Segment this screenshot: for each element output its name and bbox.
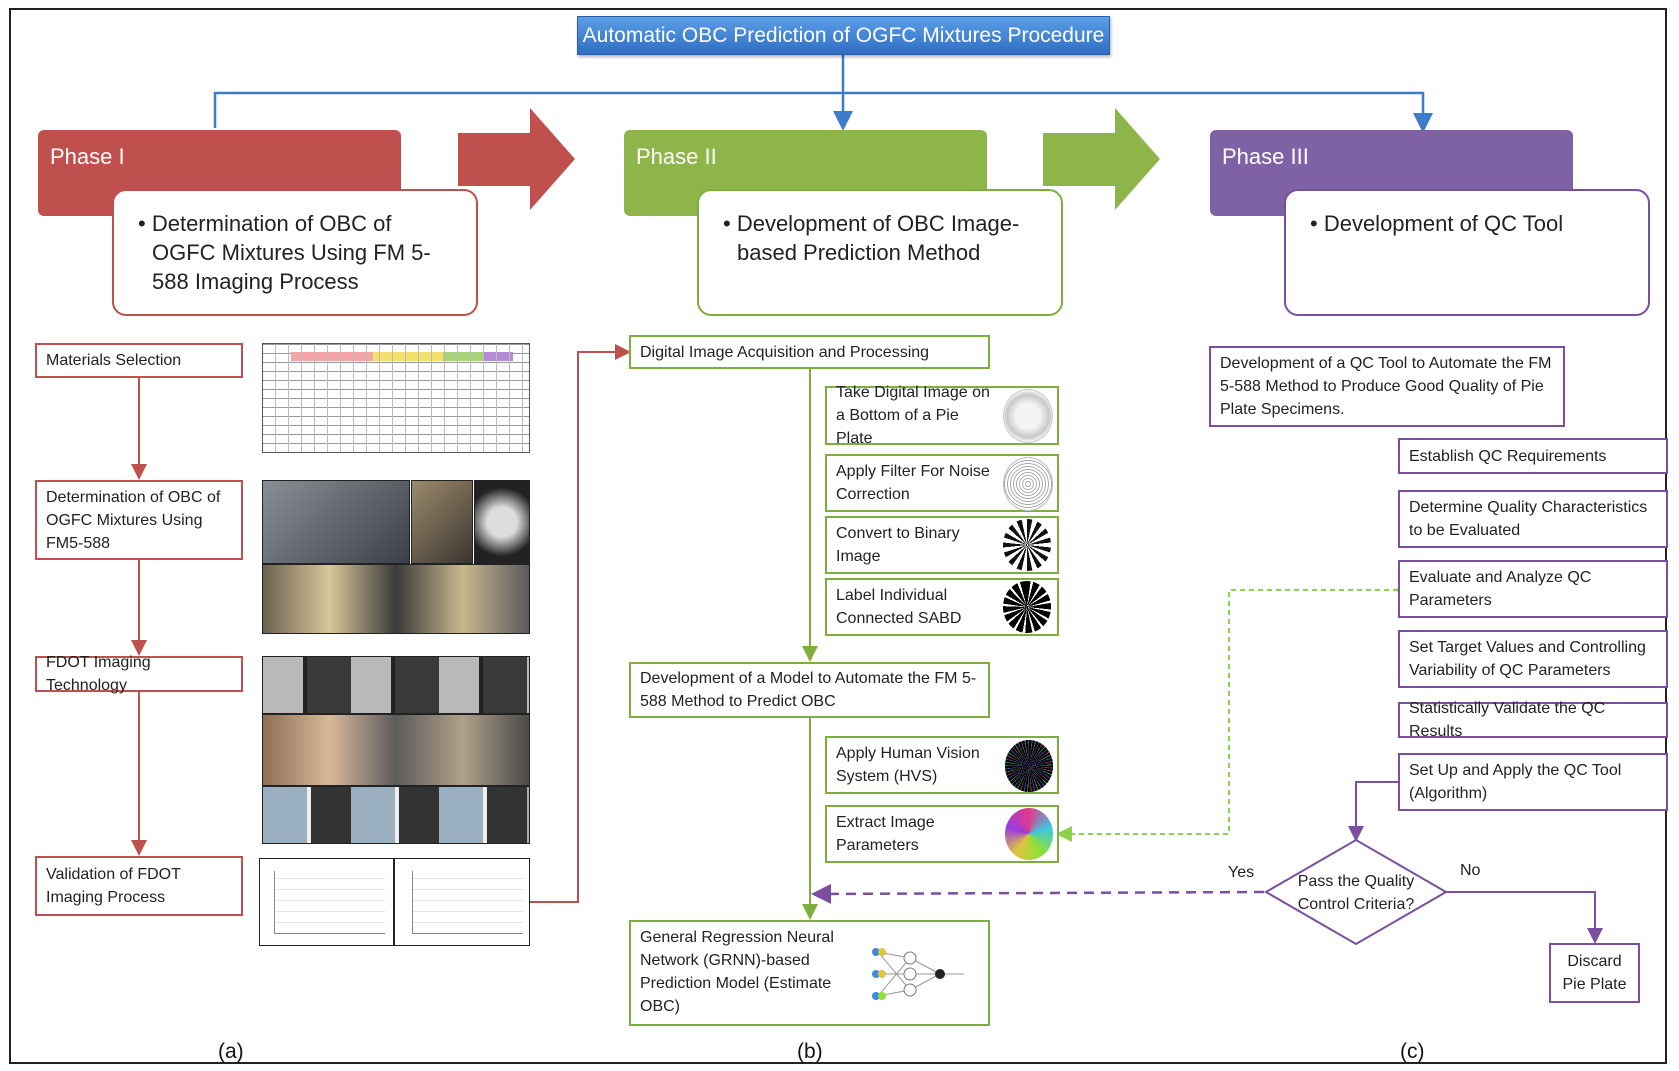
hvs-image-thumbnail bbox=[1005, 740, 1053, 792]
substep-binary-text: Convert to Binary Image bbox=[836, 525, 960, 565]
qc-feedback-link bbox=[1056, 582, 1410, 842]
imaging-photo bbox=[262, 714, 530, 786]
qc-step-evaluate: Evaluate and Analyze QC Parameters bbox=[1398, 560, 1668, 618]
col-a-connectors bbox=[131, 344, 631, 903]
phase-3-description-text: Development of QC Tool bbox=[1323, 211, 1564, 236]
phase-arrow-1 bbox=[458, 108, 575, 210]
phase-arrow-2 bbox=[1043, 108, 1160, 210]
col-c-connectors bbox=[811, 781, 1603, 944]
substep-extract-params-text: Extract Image Parameters bbox=[836, 814, 935, 854]
title-connectors bbox=[213, 55, 1433, 133]
lab-photo bbox=[411, 480, 473, 564]
decision-text: Pass the Quality Control Criteria? bbox=[1297, 873, 1415, 913]
step-digital-acquisition: Digital Image Acquisition and Processing bbox=[629, 335, 990, 369]
diagram-title: Automatic OBC Prediction of OGFC Mixture… bbox=[577, 16, 1110, 55]
phase-1-description-text: Determination of OBC of OGFC Mixtures Us… bbox=[151, 211, 431, 294]
phase-2-description-text: Development of OBC Image-based Predictio… bbox=[736, 211, 1020, 265]
phase-3-label: Phase III bbox=[1222, 144, 1309, 169]
lab-photo bbox=[262, 564, 530, 634]
neural-network-icon bbox=[872, 948, 964, 1000]
yes-label: Yes bbox=[1228, 864, 1255, 881]
phase-2-description: • Development of OBC Image-based Predict… bbox=[697, 189, 1063, 316]
qc-step-apply-tool: Set Up and Apply the QC Tool (Algorithm) bbox=[1398, 753, 1668, 811]
caption-b: (b) bbox=[797, 1040, 823, 1063]
substep-take-image-text: Take Digital Image on a Bottom of a Pie … bbox=[836, 384, 990, 447]
phase-1-label: Phase I bbox=[50, 144, 125, 169]
qc-step-set-targets: Set Target Values and Controlling Variab… bbox=[1398, 630, 1668, 688]
step-validation-fdot: Validation of FDOT Imaging Process bbox=[35, 856, 243, 916]
qc-step-establish: Establish QC Requirements bbox=[1398, 438, 1668, 474]
filtered-image-thumbnail bbox=[1003, 457, 1053, 511]
parameters-image-thumbnail bbox=[1005, 808, 1053, 860]
substep-filter-text: Apply Filter For Noise Correction bbox=[836, 463, 990, 503]
decision-diamond bbox=[1264, 838, 1448, 946]
step-grnn-model-text: General Regression Neural Network (GRNN)… bbox=[640, 929, 834, 1015]
step-model-development: Development of a Model to Automate the F… bbox=[629, 662, 990, 718]
discard-pie-plate: Discard Pie Plate bbox=[1549, 943, 1640, 1003]
phase-1-description: • Determination of OBC of OGFC Mixtures … bbox=[112, 189, 478, 316]
caption-c: (c) bbox=[1400, 1040, 1425, 1063]
step-fdot-imaging: FDOT Imaging Technology bbox=[35, 654, 243, 694]
imaging-photo bbox=[262, 786, 530, 844]
labeled-image-thumbnail bbox=[1003, 581, 1051, 633]
step-determination-obc: Determination of OBC of OGFC Mixtures Us… bbox=[35, 480, 243, 560]
step-grnn-model: General Regression Neural Network (GRNN)… bbox=[629, 920, 990, 1026]
lab-photo bbox=[474, 480, 530, 564]
validation-charts-image bbox=[259, 858, 530, 946]
qc-step-validate: Statistically Validate the QC Results bbox=[1398, 700, 1668, 740]
substep-hvs-text: Apply Human Vision System (HVS) bbox=[836, 745, 980, 785]
qc-tool-header: Development of a QC Tool to Automate the… bbox=[1209, 346, 1565, 427]
qc-step-determine: Determine Quality Characteristics to be … bbox=[1398, 490, 1668, 548]
no-label: No bbox=[1460, 862, 1481, 879]
phase-2-label: Phase II bbox=[636, 144, 717, 169]
imaging-photo bbox=[262, 656, 530, 714]
binary-image-thumbnail bbox=[1003, 519, 1051, 571]
caption-a: (a) bbox=[218, 1040, 244, 1063]
lab-photo bbox=[262, 480, 410, 564]
substep-label-sabd-text: Label Individual Connected SABD bbox=[836, 587, 962, 627]
pie-plate-thumbnail bbox=[1003, 389, 1053, 443]
step-materials-selection: Materials Selection bbox=[35, 343, 243, 378]
phase-3-description: • Development of QC Tool bbox=[1284, 189, 1650, 316]
gradation-table-image bbox=[262, 343, 530, 453]
